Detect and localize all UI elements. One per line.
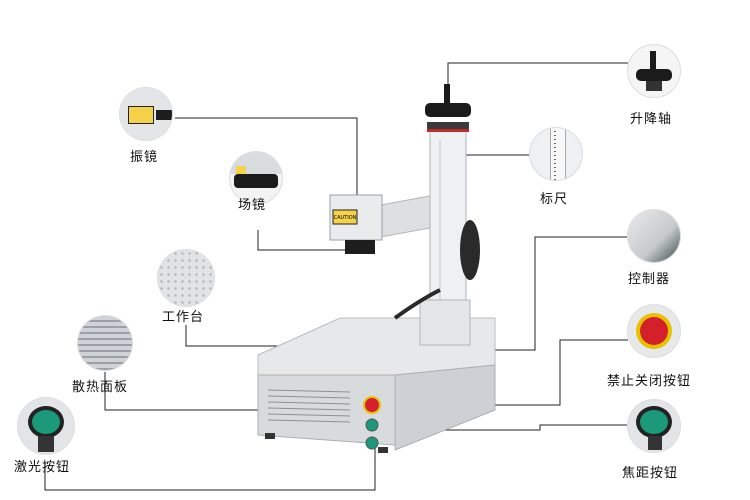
arm [374,195,431,239]
laser-button-detail [18,398,74,454]
laser-button [365,436,379,450]
estop-icon [640,317,668,345]
column-foot [419,299,471,346]
base-side [394,364,496,451]
lift-axis-detail [628,45,680,97]
controller-detail [628,210,680,262]
label-field-lens: 场镜 [238,198,267,213]
estop-detail [628,305,680,357]
field-lens [345,240,375,254]
estop-button [363,396,381,414]
heat-sink-detail [78,316,132,370]
focus-button-icon [640,410,668,434]
label-focus-button: 焦距按钮 [622,466,679,481]
label-scale: 标尺 [540,192,569,207]
label-controller: 控制器 [628,272,671,287]
focus-button-detail [628,400,680,452]
galvo-detail [120,88,172,140]
label-estop: 禁止关闭按钮 [607,374,692,389]
lift-handwheel [425,103,471,117]
field-lens-detail [230,152,282,204]
caution-text: CAUTION [334,215,357,221]
worktable-detail [158,250,214,306]
heat-sink-vents [267,389,351,423]
caution-label-icon [128,106,154,124]
label-heat-sink: 散热面板 [72,380,129,395]
foot-left [265,433,275,439]
foot-right [378,447,388,453]
label-lift-axis: 升降轴 [630,112,673,127]
focus-button [365,418,379,432]
laser-button-icon [32,410,60,434]
label-galvo: 振镜 [130,150,159,165]
label-laser-button: 激光按钮 [14,460,71,475]
label-worktable: 工作台 [162,310,205,325]
handwheel-icon [636,69,672,81]
scale-detail [530,128,582,180]
